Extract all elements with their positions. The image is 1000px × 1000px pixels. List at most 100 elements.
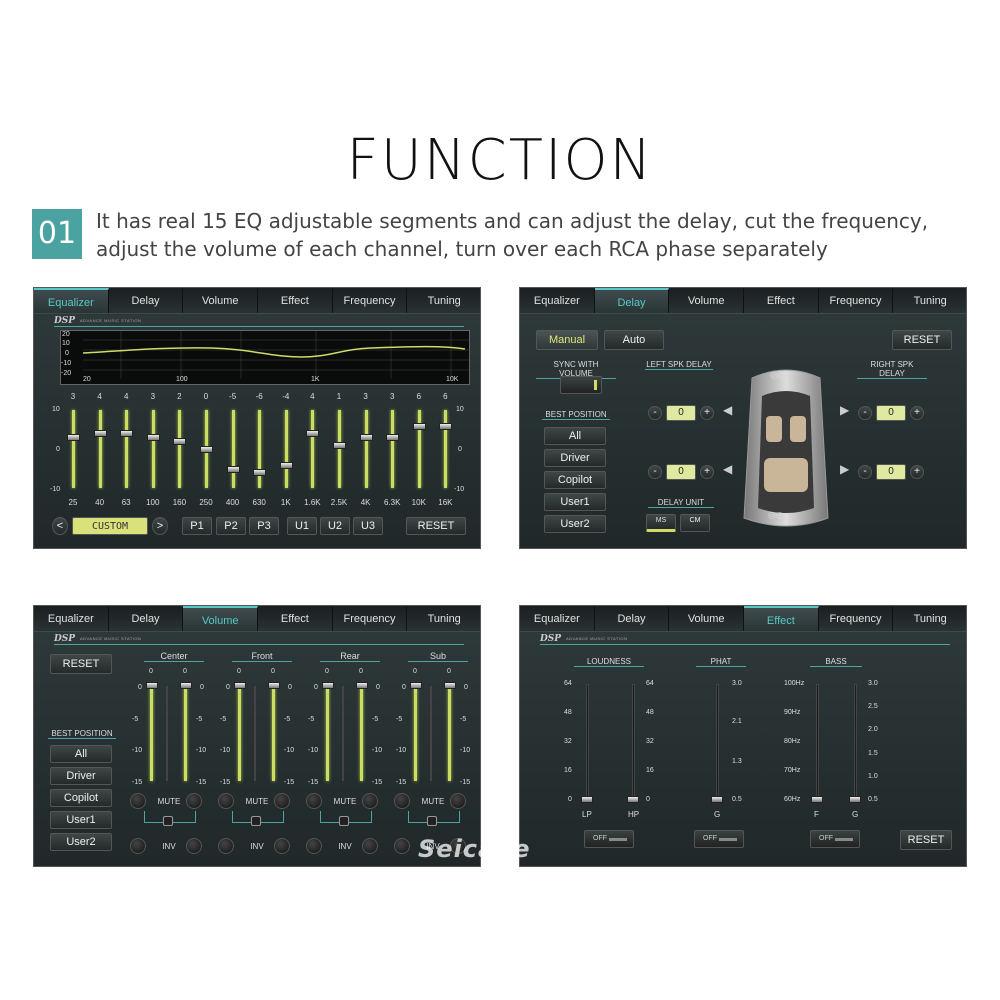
tab-equalizer[interactable]: Equalizer: [34, 288, 109, 313]
mute-right-button[interactable]: [274, 793, 290, 809]
effect-slider-knob[interactable]: [711, 796, 723, 803]
volume-slider-track[interactable]: [360, 686, 363, 781]
eq-slider-track[interactable]: [391, 410, 395, 488]
unit-ms-button[interactable]: MS: [646, 514, 676, 532]
tab-effect[interactable]: Effect: [744, 606, 819, 631]
position-user2-button[interactable]: User2: [544, 515, 606, 533]
eq-slider-knob[interactable]: [253, 469, 267, 477]
tab-tuning[interactable]: Tuning: [407, 606, 480, 631]
eq-slider-knob[interactable]: [93, 430, 107, 438]
eq-slider-knob[interactable]: [359, 434, 373, 442]
tab-effect[interactable]: Effect: [744, 288, 819, 313]
left-front-minus-button[interactable]: -: [648, 406, 662, 420]
tab-volume[interactable]: Volume: [183, 606, 259, 631]
inv-right-button[interactable]: [450, 838, 466, 854]
position-copilot-button[interactable]: Copilot: [544, 471, 606, 489]
eq-slider-knob[interactable]: [386, 434, 400, 442]
prev-preset-button[interactable]: <: [52, 517, 68, 535]
sync-toggle[interactable]: [560, 376, 602, 394]
mute-left-button[interactable]: [306, 793, 322, 809]
eq-slider-knob[interactable]: [412, 422, 426, 430]
mute-right-button[interactable]: [186, 793, 202, 809]
effect-slider-track[interactable]: [816, 684, 819, 802]
tab-frequency[interactable]: Frequency: [819, 606, 894, 631]
tab-effect[interactable]: Effect: [258, 606, 333, 631]
volume-slider-knob[interactable]: [268, 682, 280, 689]
effect-slider-track[interactable]: [716, 684, 719, 802]
eq-slider-track[interactable]: [258, 410, 262, 488]
mute-left-button[interactable]: [394, 793, 410, 809]
next-preset-button[interactable]: >: [152, 517, 168, 535]
eq-slider-knob[interactable]: [67, 434, 80, 442]
link-icon[interactable]: [251, 816, 261, 826]
effect-slider-track[interactable]: [586, 684, 589, 802]
eq-slider-knob[interactable]: [120, 430, 134, 438]
effect-slider-knob[interactable]: [849, 796, 861, 803]
position-driver-button[interactable]: Driver: [544, 449, 606, 467]
eq-slider-track[interactable]: [364, 410, 368, 488]
mute-left-button[interactable]: [130, 793, 146, 809]
preset-u3-button[interactable]: U3: [353, 517, 383, 535]
left-rear-minus-button[interactable]: -: [648, 465, 662, 479]
tab-delay[interactable]: Delay: [109, 606, 184, 631]
effect-slider-track[interactable]: [632, 684, 635, 802]
mute-right-button[interactable]: [362, 793, 378, 809]
position-user2-button[interactable]: User2: [50, 833, 112, 851]
reset-button[interactable]: RESET: [406, 517, 466, 535]
tab-frequency[interactable]: Frequency: [333, 606, 408, 631]
link-icon[interactable]: [163, 816, 173, 826]
left-rear-delay-value[interactable]: 0: [666, 464, 696, 480]
volume-slider-track[interactable]: [184, 686, 187, 781]
volume-slider-track[interactable]: [414, 686, 417, 781]
right-rear-plus-button[interactable]: +: [910, 465, 924, 479]
tab-delay[interactable]: Delay: [109, 288, 184, 313]
inv-left-button[interactable]: [306, 838, 322, 854]
reset-button[interactable]: RESET: [892, 330, 952, 350]
tab-tuning[interactable]: Tuning: [893, 606, 966, 631]
eq-slider-track[interactable]: [417, 410, 421, 488]
tab-delay[interactable]: Delay: [594, 288, 670, 313]
left-front-plus-button[interactable]: +: [700, 406, 714, 420]
inv-right-button[interactable]: [362, 838, 378, 854]
effect-slider-knob[interactable]: [627, 796, 639, 803]
tab-tuning[interactable]: Tuning: [893, 288, 966, 313]
manual-button[interactable]: Manual: [536, 330, 598, 350]
eq-slider-knob[interactable]: [306, 430, 320, 438]
effect-slider-knob[interactable]: [811, 796, 823, 803]
position-all-button[interactable]: All: [50, 745, 112, 763]
inv-left-button[interactable]: [394, 838, 410, 854]
eq-slider-track[interactable]: [98, 410, 102, 488]
tab-frequency[interactable]: Frequency: [333, 288, 408, 313]
tab-equalizer[interactable]: Equalizer: [520, 288, 595, 313]
eq-slider-knob[interactable]: [226, 465, 240, 473]
reset-button[interactable]: RESET: [50, 654, 112, 674]
left-rear-plus-button[interactable]: +: [700, 465, 714, 479]
eq-slider-track[interactable]: [311, 410, 315, 488]
position-copilot-button[interactable]: Copilot: [50, 789, 112, 807]
link-icon[interactable]: [427, 816, 437, 826]
tab-volume[interactable]: Volume: [183, 288, 259, 313]
inv-left-button[interactable]: [130, 838, 146, 854]
position-driver-button[interactable]: Driver: [50, 767, 112, 785]
reset-button[interactable]: RESET: [900, 830, 952, 850]
eq-slider-knob[interactable]: [439, 422, 453, 430]
volume-slider-knob[interactable]: [444, 682, 456, 689]
right-rear-minus-button[interactable]: -: [858, 465, 872, 479]
effect-slider-knob[interactable]: [581, 796, 593, 803]
right-front-delay-value[interactable]: 0: [876, 405, 906, 421]
auto-button[interactable]: Auto: [604, 330, 664, 350]
volume-slider-knob[interactable]: [410, 682, 422, 689]
tab-frequency[interactable]: Frequency: [819, 288, 894, 313]
preset-u2-button[interactable]: U2: [320, 517, 350, 535]
right-front-minus-button[interactable]: -: [858, 406, 872, 420]
position-user1-button[interactable]: User1: [50, 811, 112, 829]
